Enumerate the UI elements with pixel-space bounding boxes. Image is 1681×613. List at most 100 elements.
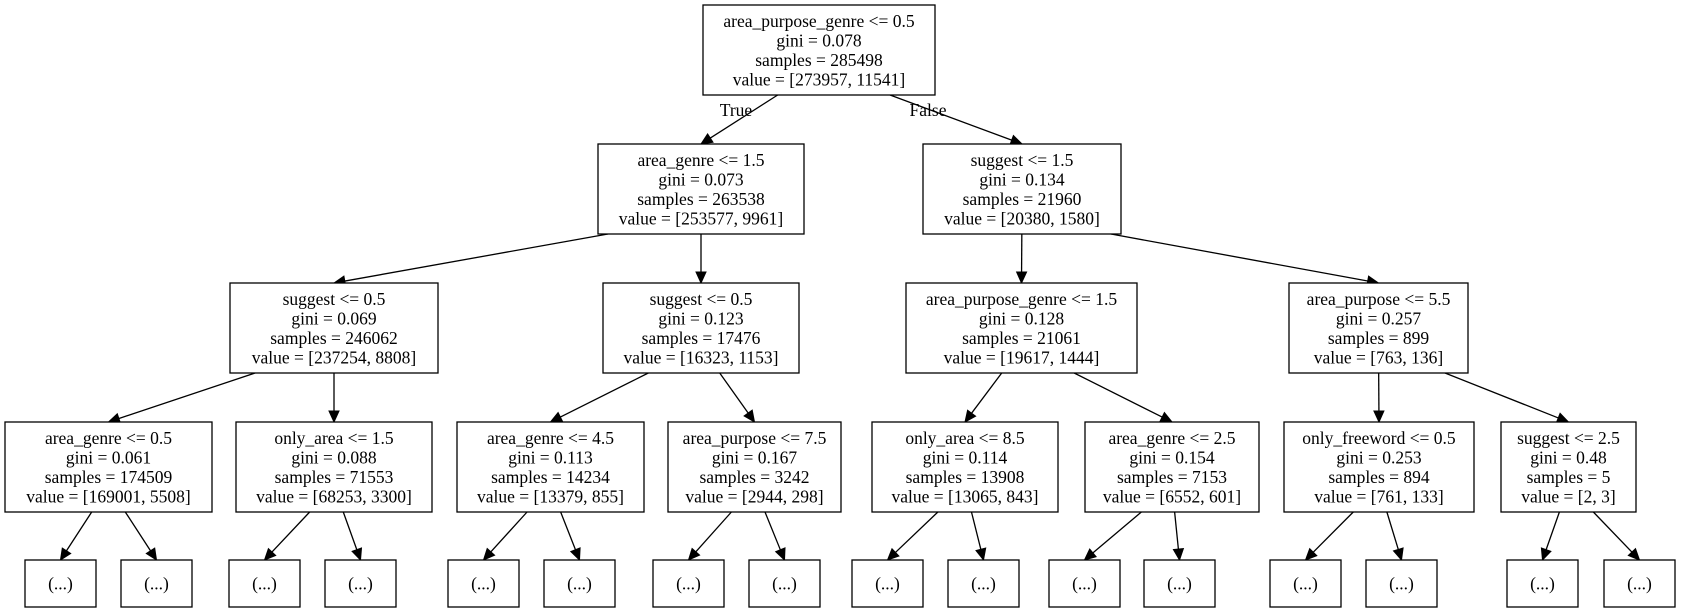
node-box: [324, 559, 397, 608]
node-text-line: value = [68253, 3300]: [256, 486, 412, 506]
node-text-line: samples = 71553: [275, 467, 394, 487]
node-text-line: gini = 0.253: [1336, 447, 1421, 467]
node-text-line: area_genre <= 4.5: [487, 428, 614, 448]
node-text-line: gini = 0.167: [712, 447, 797, 467]
edge: [1444, 372, 1570, 424]
node-box: [652, 559, 725, 608]
node-text-line: (...): [567, 574, 592, 594]
truncated-leaf-node: (...): [1603, 559, 1676, 608]
node-box: [871, 421, 1059, 513]
node-text-line: only_freeword <= 0.5: [1302, 428, 1456, 448]
node-text-line: samples = 21960: [963, 189, 1082, 209]
node-text-line: suggest <= 0.5: [283, 289, 386, 309]
node-box: [228, 559, 301, 608]
node-text-line: area_purpose <= 7.5: [683, 428, 827, 448]
arrowhead-icon: [1373, 410, 1385, 424]
edge: True: [699, 94, 779, 145]
node-text-line: samples = 21061: [962, 328, 1081, 348]
node-text-line: value = [6552, 601]: [1103, 486, 1241, 506]
node-box: [947, 559, 1020, 608]
edge: [482, 511, 528, 561]
edge-line: [895, 511, 939, 553]
edge-line: [1173, 511, 1180, 550]
edge: [970, 511, 987, 562]
node-text-line: suggest <= 1.5: [971, 150, 1074, 170]
arrowhead-icon: [964, 409, 977, 423]
node-text-line: samples = 263538: [637, 189, 765, 209]
edge-line: [124, 511, 152, 552]
edge: [1373, 372, 1385, 424]
edge: [1015, 233, 1028, 285]
arrowhead-icon: [1083, 548, 1097, 561]
edge-line: [65, 511, 93, 552]
node-text-line: gini = 0.114: [923, 447, 1008, 467]
node-text-line: (...): [1072, 574, 1097, 594]
edge-line: [719, 372, 749, 414]
edge-line: [1073, 372, 1163, 418]
edge-line: [695, 511, 732, 553]
edge-line: [1312, 511, 1354, 553]
node-text-line: samples = 13908: [906, 467, 1025, 487]
node-box: [543, 559, 616, 608]
truncated-leaf-node: (...): [947, 559, 1020, 608]
node-text-line: samples = 5: [1527, 467, 1611, 487]
edge-line: [271, 511, 311, 553]
truncated-leaf-node: (...): [1506, 559, 1579, 608]
arrowhead-icon: [1392, 547, 1404, 562]
node-text-line: (...): [875, 574, 900, 594]
edge: [1540, 511, 1561, 562]
node-box: [1288, 282, 1469, 374]
node-box: [905, 282, 1138, 374]
arrowhead-icon: [1304, 547, 1318, 561]
truncated-leaf-node: (...): [851, 559, 924, 608]
node-text-line: samples = 14234: [491, 467, 610, 487]
arrowhead-icon: [1555, 412, 1570, 424]
truncated-leaf-node: (...): [1143, 559, 1216, 608]
node-box: [229, 282, 439, 374]
node-text-line: value = [16323, 1153]: [623, 347, 778, 367]
node-box: [1269, 559, 1342, 608]
edge-line: [764, 511, 781, 551]
node-text-line: value = [763, 136]: [1314, 347, 1443, 367]
edge: [560, 511, 581, 562]
truncated-leaf-node: (...): [324, 559, 397, 608]
arrowhead-icon: [975, 547, 987, 562]
edge: [964, 372, 1003, 423]
node-text-line: value = [19617, 1444]: [944, 347, 1100, 367]
node-text-line: value = [13379, 855]: [477, 486, 624, 506]
node-text-line: (...): [1293, 574, 1318, 594]
node-box: [1365, 559, 1438, 608]
edge-line: [344, 233, 609, 282]
arrowhead-icon: [482, 547, 496, 561]
arrowhead-icon: [569, 547, 581, 562]
node-text-line: value = [2944, 298]: [685, 486, 823, 506]
node-text-line: samples = 899: [1328, 328, 1429, 348]
edge: [342, 511, 363, 562]
node-box: [447, 559, 520, 608]
edge-line: [560, 511, 577, 550]
edge: [1592, 511, 1641, 561]
truncated-leaf-node: (...): [1048, 559, 1121, 608]
node-box: [456, 421, 645, 513]
node-text-line: (...): [1167, 574, 1192, 594]
edge-label: True: [720, 100, 753, 120]
arrowhead-icon: [549, 411, 564, 423]
node-text-line: gini = 0.128: [979, 308, 1064, 328]
edge: [124, 511, 158, 562]
node-text-line: (...): [348, 574, 373, 594]
node-box: [1283, 421, 1475, 513]
node-text-line: samples = 285498: [755, 50, 883, 70]
arrowhead-icon: [1540, 547, 1552, 562]
node-text-line: (...): [1530, 574, 1555, 594]
edge-line: [1110, 233, 1368, 282]
arrowhead-icon: [743, 409, 756, 423]
